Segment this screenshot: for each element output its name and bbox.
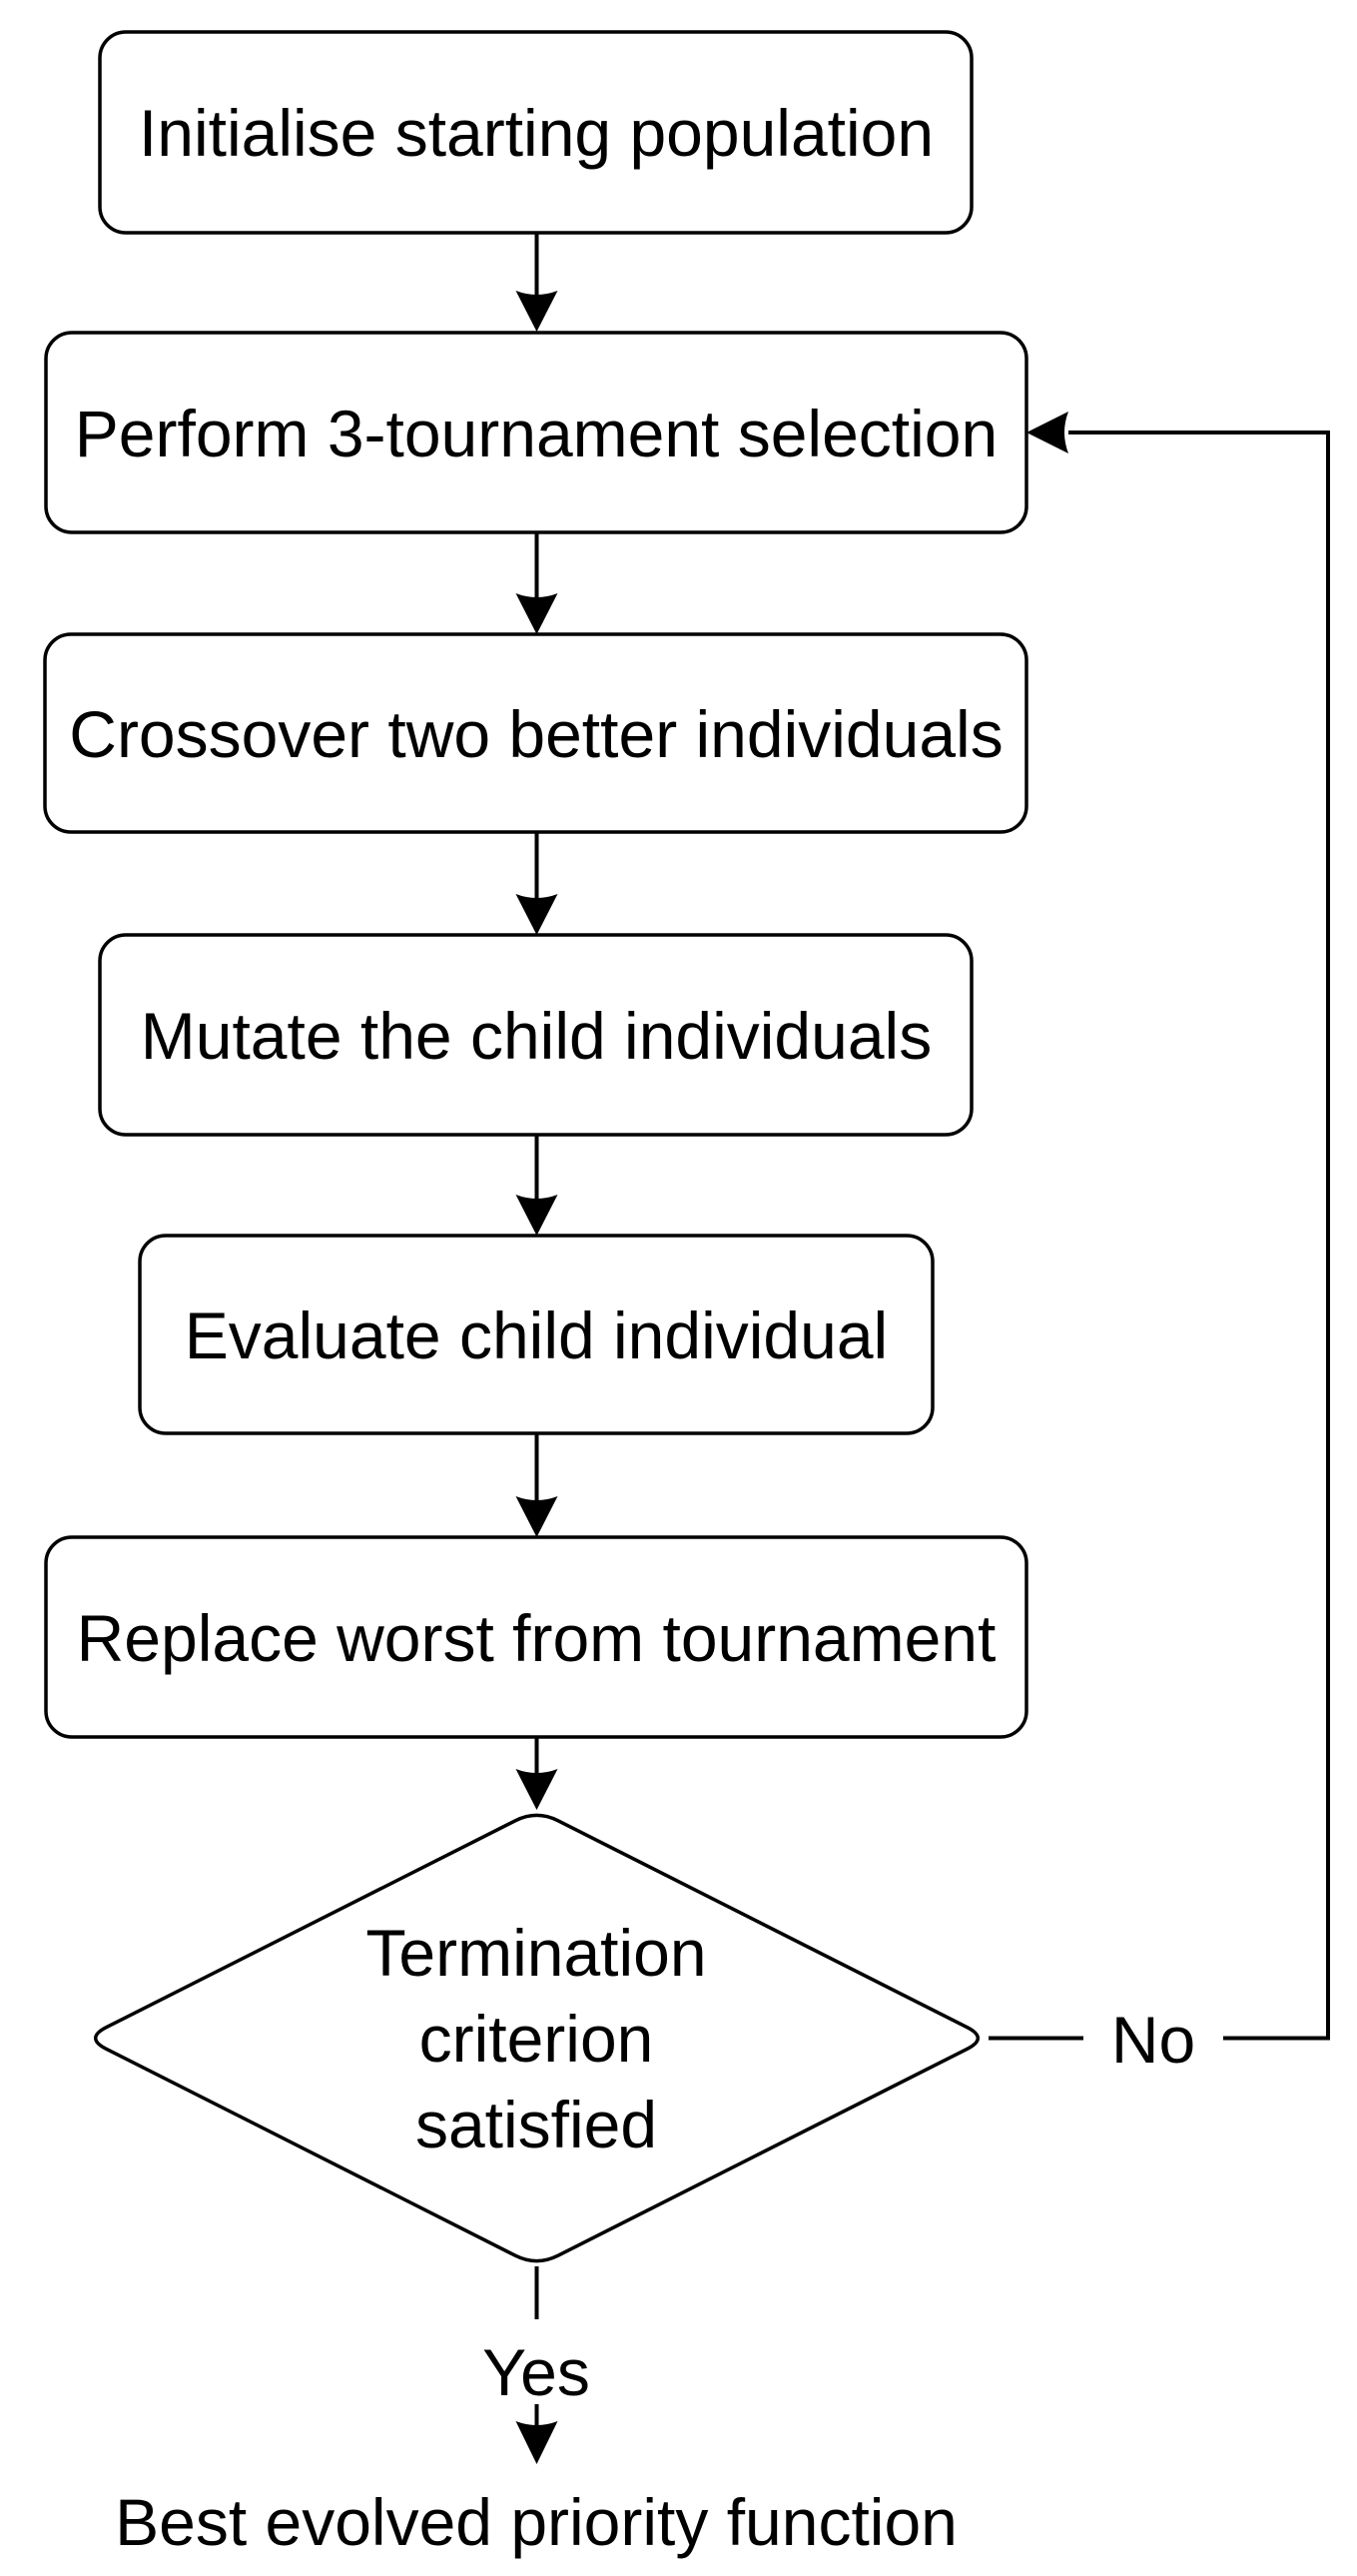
arrowhead-down-icon — [515, 2421, 558, 2464]
arrowhead-down-icon — [515, 593, 558, 634]
arrowhead-down-icon — [515, 894, 558, 935]
edge-mutate-to-evaluate — [515, 1135, 558, 1236]
node-replace-worst-label: Replace worst from tournament — [77, 1601, 997, 1675]
node-termination-decision-line1: Termination — [365, 1916, 706, 1990]
arrowhead-down-icon — [515, 1195, 558, 1236]
node-initialise-population: Initialise starting population — [98, 30, 974, 235]
node-crossover: Crossover two better individuals — [43, 632, 1028, 834]
edge-selection-to-crossover — [515, 532, 558, 634]
edge-termination-yes: Yes — [482, 2266, 590, 2464]
arrowhead-down-icon — [515, 1769, 558, 1810]
node-evaluate-label: Evaluate child individual — [185, 1298, 888, 1372]
arrowhead-down-icon — [515, 1496, 558, 1537]
node-termination-decision-line2: criterion — [419, 2002, 654, 2076]
node-termination-decision: Termination criterion satisfied — [94, 1813, 980, 2263]
node-tournament-selection: Perform 3-tournament selection — [44, 331, 1028, 534]
node-crossover-label: Crossover two better individuals — [69, 697, 1003, 771]
arrowhead-left-icon — [1026, 412, 1068, 453]
arrowhead-down-icon — [515, 291, 558, 332]
edge-replace-to-termination — [515, 1737, 558, 1810]
node-initialise-population-label: Initialise starting population — [139, 96, 934, 170]
node-termination-decision-diamond — [94, 1813, 980, 2263]
edge-termination-no-line — [989, 430, 1330, 2041]
node-termination-decision-line3: satisfied — [415, 2088, 657, 2161]
edge-no-label: No — [1111, 2003, 1195, 2077]
edge-yes-label: Yes — [482, 2335, 590, 2409]
edge-no-label-bg — [1083, 2001, 1223, 2076]
edge-crossover-to-mutate — [515, 832, 558, 935]
edge-evaluate-to-replace — [515, 1433, 558, 1537]
node-mutate: Mutate the child individuals — [98, 933, 974, 1137]
node-evaluate: Evaluate child individual — [138, 1234, 935, 1435]
node-replace-worst: Replace worst from tournament — [44, 1535, 1028, 1739]
node-tournament-selection-label: Perform 3-tournament selection — [75, 397, 998, 470]
node-output-label: Best evolved priority function — [115, 2485, 958, 2559]
edge-termination-no-loop: No — [989, 412, 1330, 2077]
node-mutate-label: Mutate the child individuals — [141, 999, 932, 1073]
edge-init-to-selection — [515, 233, 558, 332]
